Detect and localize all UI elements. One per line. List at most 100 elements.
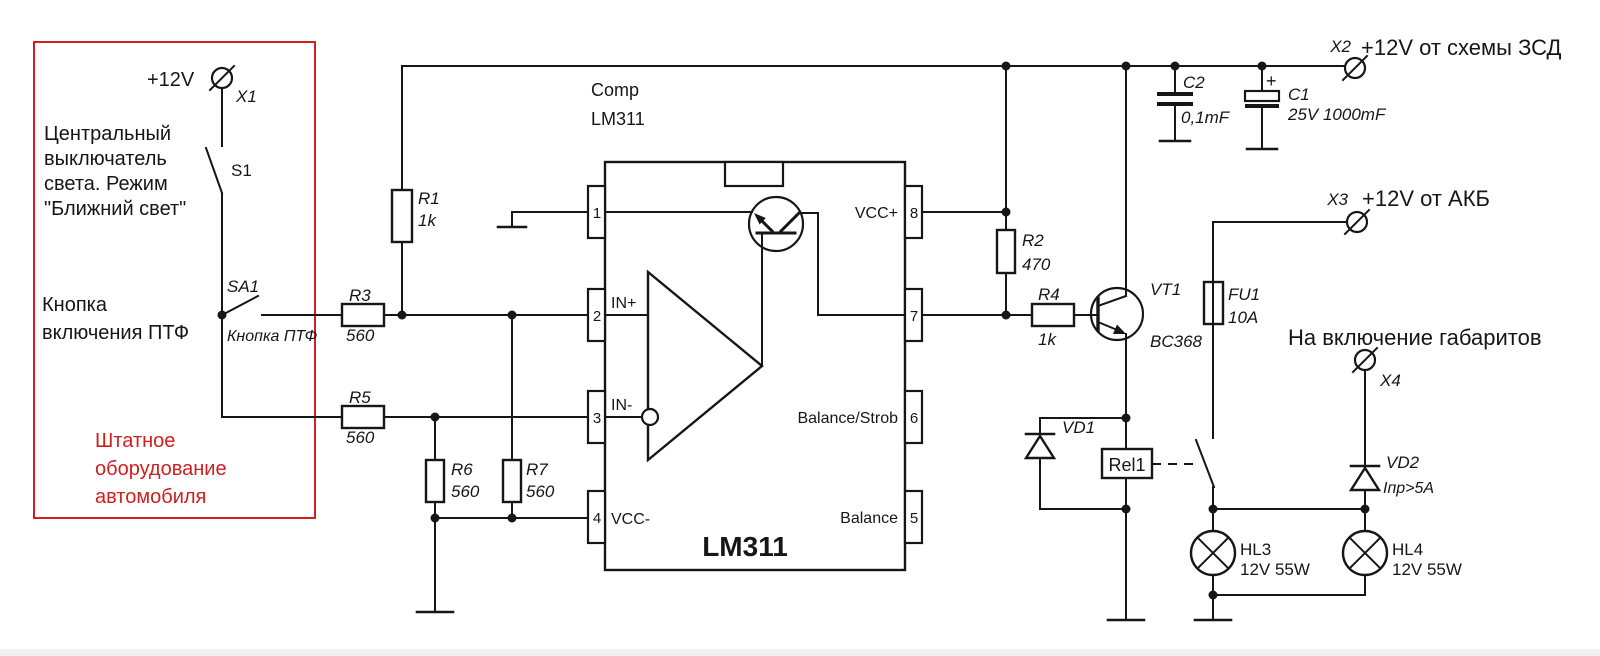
s1-label: S1 bbox=[231, 161, 252, 180]
ic-part-label: LM311 bbox=[591, 109, 645, 129]
central-switch-note-line1: Центральный bbox=[44, 123, 171, 145]
r4-body bbox=[1030, 302, 1076, 328]
hl4-name: HL4 bbox=[1392, 540, 1423, 559]
r6-name: R6 bbox=[451, 460, 473, 479]
x2-terminal bbox=[1341, 54, 1369, 82]
emitter-arrow bbox=[754, 213, 766, 225]
r5-name: R5 bbox=[349, 388, 371, 407]
central-switch-note-line2: выключатель bbox=[44, 148, 167, 170]
pin-label-balance: Balance bbox=[840, 510, 898, 527]
r6-value: 560 bbox=[451, 482, 480, 501]
r5-value: 560 bbox=[346, 428, 375, 447]
hl4-lamp bbox=[1341, 529, 1389, 577]
pin3-number: 3 bbox=[593, 410, 601, 427]
vd2-diode bbox=[1348, 464, 1382, 492]
c2-capacitor bbox=[1157, 92, 1193, 106]
r1-name: R1 bbox=[418, 189, 440, 208]
rel1-name: Rel1 bbox=[1108, 455, 1145, 475]
c1-name: C1 bbox=[1288, 85, 1310, 104]
pin8-number: 8 bbox=[910, 205, 918, 222]
pin-label-in-minus: IN- bbox=[611, 397, 632, 414]
vt1-name: VT1 bbox=[1150, 280, 1181, 299]
labels: +12V X1 S1 SA1 Кнопка ПТФ Центральный вы… bbox=[42, 35, 1562, 579]
button-note-line1: Кнопка bbox=[42, 294, 108, 316]
internal-transistor-circle bbox=[747, 195, 805, 253]
r6-body bbox=[424, 458, 446, 504]
c2-value: 0,1mF bbox=[1181, 108, 1231, 127]
vd1-name: VD1 bbox=[1062, 418, 1095, 437]
r2-body bbox=[995, 228, 1017, 275]
ic-pin6-box bbox=[903, 389, 924, 445]
fu1-name: FU1 bbox=[1228, 285, 1260, 304]
x3-terminal bbox=[1343, 208, 1371, 236]
vt1-part: BC368 bbox=[1150, 332, 1203, 351]
c2-name: C2 bbox=[1183, 73, 1205, 92]
pin7-number: 7 bbox=[910, 308, 918, 325]
r5-body bbox=[340, 404, 386, 430]
red-note-line2: оборудование bbox=[95, 458, 227, 480]
red-note-line3: автомобиля bbox=[95, 486, 206, 508]
ic-title: LM311 bbox=[702, 531, 788, 562]
r4-value: 1k bbox=[1038, 330, 1057, 349]
junction-dots bbox=[217, 61, 1370, 600]
pin5-number: 5 bbox=[910, 510, 918, 527]
r7-value: 560 bbox=[526, 482, 555, 501]
r1-body bbox=[390, 188, 414, 244]
supply-label: +12V bbox=[147, 69, 195, 91]
x2-caption: +12V от схемы ЗСД bbox=[1361, 35, 1562, 60]
ic-notch bbox=[723, 160, 785, 188]
vd1-diode bbox=[1023, 432, 1057, 460]
central-switch-note-line4: "Ближний свет" bbox=[44, 198, 186, 220]
ground-symbols bbox=[415, 139, 1279, 622]
r7-name: R7 bbox=[526, 460, 548, 479]
inverting-input-circle bbox=[640, 407, 660, 427]
pin1-number: 1 bbox=[593, 205, 601, 222]
fu1-value: 10A bbox=[1228, 308, 1258, 327]
sa1-label: SA1 bbox=[227, 277, 259, 296]
ic-function-label: Comp bbox=[591, 80, 639, 100]
x3-label: X3 bbox=[1326, 190, 1348, 209]
x2-label: X2 bbox=[1329, 37, 1351, 56]
r3-body bbox=[340, 302, 386, 328]
x1-label: X1 bbox=[235, 87, 257, 106]
r7-body bbox=[501, 458, 523, 504]
pin-label-vcc-minus: VCC- bbox=[611, 511, 650, 528]
hl3-name: HL3 bbox=[1240, 540, 1271, 559]
x4-caption: На включение габаритов bbox=[1288, 325, 1542, 350]
pin4-number: 4 bbox=[593, 510, 601, 527]
hl3-lamp bbox=[1189, 529, 1237, 577]
c1-capacitor bbox=[1243, 89, 1281, 108]
r4-name: R4 bbox=[1038, 285, 1060, 304]
r1-value: 1k bbox=[418, 211, 437, 230]
r2-value: 470 bbox=[1022, 255, 1051, 274]
c1-polarity-plus: + bbox=[1266, 71, 1277, 91]
r3-value: 560 bbox=[346, 326, 375, 345]
fu1-fuse-body bbox=[1202, 280, 1225, 326]
hl3-value: 12V 55W bbox=[1240, 560, 1310, 579]
x3-caption: +12V от АКБ bbox=[1362, 186, 1490, 211]
x4-label: X4 bbox=[1379, 371, 1401, 390]
rel1-coil-body bbox=[1100, 447, 1154, 480]
c1-value: 25V 1000mF bbox=[1287, 105, 1387, 124]
resistors bbox=[340, 188, 1076, 504]
central-switch-note-line3: света. Режим bbox=[44, 173, 168, 195]
vd2-note: Iпр>5A bbox=[1383, 480, 1434, 497]
bottom-edge-strip bbox=[0, 649, 1600, 656]
x4-terminal bbox=[1351, 346, 1379, 374]
ic-lm311-body bbox=[586, 160, 924, 572]
hl4-value: 12V 55W bbox=[1392, 560, 1462, 579]
vt1-emitter-arrow bbox=[1113, 324, 1126, 334]
pin-label-vcc-plus: VCC+ bbox=[855, 205, 898, 222]
x1-terminal bbox=[208, 64, 236, 92]
vd2-name: VD2 bbox=[1386, 453, 1420, 472]
stock-equipment-outline bbox=[33, 41, 316, 519]
wires bbox=[204, 65, 1366, 621]
red-note-line1: Штатное bbox=[95, 430, 175, 452]
r3-name: R3 bbox=[349, 286, 371, 305]
button-note-line2: включения ПТФ bbox=[42, 322, 189, 344]
pin-label-balance-strob: Balance/Strob bbox=[797, 410, 898, 427]
r2-name: R2 bbox=[1022, 231, 1044, 250]
pin-label-in-plus: IN+ bbox=[611, 295, 636, 312]
